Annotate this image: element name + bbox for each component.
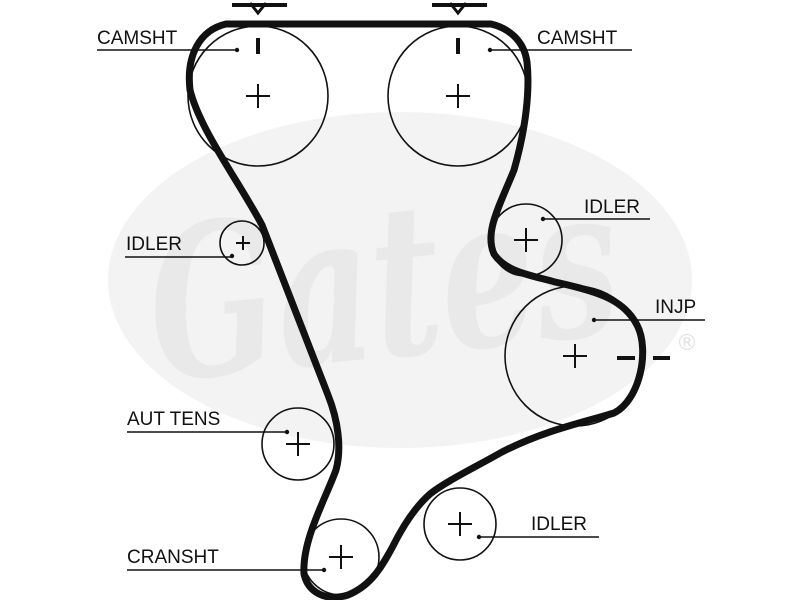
center-mark-icon [514, 228, 538, 252]
leader-lines [97, 47, 705, 573]
center-mark-icon [329, 545, 353, 569]
watermark-ellipse [108, 112, 692, 448]
idler-left-label: IDLER [126, 234, 182, 255]
center-mark-icon [286, 432, 310, 456]
center-mark-icon [236, 236, 250, 250]
gates-watermark: Gates ® [108, 112, 698, 448]
auto-tensioner-label: AUT TENS [127, 409, 220, 430]
auto-tensioner-pulley [261, 407, 335, 481]
idler-bottom-pulley [423, 487, 497, 561]
pulley-centers [236, 84, 587, 569]
idler-bottom-label: IDLER [531, 514, 587, 535]
timing-mark-left [232, 2, 287, 16]
watermark-registered-mark: ® [676, 331, 698, 356]
pulley-timing-marks [256, 38, 670, 360]
camshaft-left-label: CAMSHT [97, 28, 178, 49]
timing-belt [185, 20, 647, 600]
idler-right-upper-label: IDLER [584, 197, 640, 218]
crankshaft-label: CRANSHT [127, 547, 219, 568]
injection-pump-label: INJP [655, 297, 696, 318]
camshaft-right-label: CAMSHT [537, 28, 618, 49]
center-mark-icon [448, 512, 472, 536]
timing-mark-right [432, 2, 487, 16]
center-mark-icon [246, 84, 270, 108]
idler-left-pulley [219, 220, 265, 266]
center-mark-icon [563, 344, 587, 368]
center-mark-icon [446, 84, 470, 108]
